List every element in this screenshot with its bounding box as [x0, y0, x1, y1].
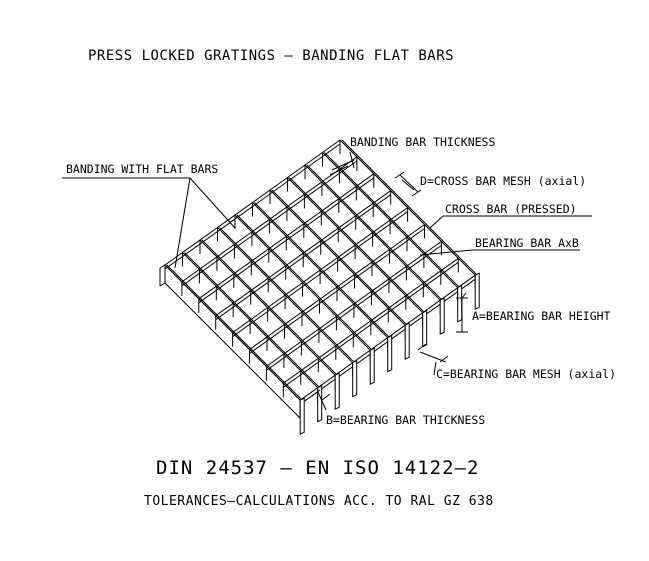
bearing-bar-end — [404, 322, 410, 361]
left-banding-edge-3 — [159, 282, 166, 287]
bearing-bar-top-edge — [306, 164, 443, 301]
standard-reference: DIN 24537 – EN ISO 14122–2 — [156, 457, 479, 479]
bearing-bar-top-edge — [324, 152, 461, 289]
bearing-bar-end — [334, 372, 340, 411]
bearing-bar-end — [457, 284, 463, 323]
bearing-bar-end — [439, 297, 445, 336]
label-bearing-bar-axb: BEARING BAR AxB — [475, 236, 579, 250]
bearing-bar-end — [369, 347, 375, 386]
bearing-bar-top-edge — [289, 177, 426, 314]
bearing-bar-top-edge — [236, 214, 373, 351]
bearing-bar-end — [299, 397, 305, 436]
label-cross-bar-mesh: D=CROSS BAR MESH (axial) — [420, 174, 586, 188]
label-bearing-bar-height: A=BEARING BAR HEIGHT — [472, 309, 611, 323]
label-bearing-bar-thickness: B=BEARING BAR THICKNESS — [326, 413, 485, 427]
label-cross-bar-pressed: CROSS BAR (PRESSED) — [445, 202, 577, 216]
bearing-bar-end — [474, 272, 480, 311]
bearing-bar-end — [422, 309, 428, 348]
bearing-bar-top-edge — [219, 227, 356, 364]
label-banding-with-flat-bars: BANDING WITH FLAT BARS — [66, 162, 218, 176]
bearing-bar-top-edge — [184, 252, 321, 389]
bearing-bar-top-edge — [201, 239, 338, 376]
bearing-bar-top-edge — [166, 264, 303, 401]
grating-grid — [164, 139, 478, 415]
bearing-bar-end — [352, 359, 358, 398]
bearing-bar-end — [387, 334, 393, 373]
bearing-bar-top-edge — [341, 139, 478, 276]
diagram-title: PRESS LOCKED GRATINGS – BANDING FLAT BAR… — [88, 48, 454, 64]
tolerances-note: TOLERANCES–CALCULATIONS ACC. TO RAL GZ 6… — [144, 494, 494, 509]
grating-drawing — [159, 139, 480, 436]
label-bearing-bar-mesh: C=BEARING BAR MESH (axial) — [436, 367, 616, 381]
bearing-bar-top-edge — [271, 189, 408, 326]
left-banding-edge — [159, 264, 166, 269]
bearing-bar-top-edge — [254, 202, 391, 339]
label-banding-bar-thickness: BANDING BAR THICKNESS — [350, 135, 495, 149]
leader-lines — [62, 151, 592, 411]
bearing-bar-ends — [299, 272, 480, 436]
